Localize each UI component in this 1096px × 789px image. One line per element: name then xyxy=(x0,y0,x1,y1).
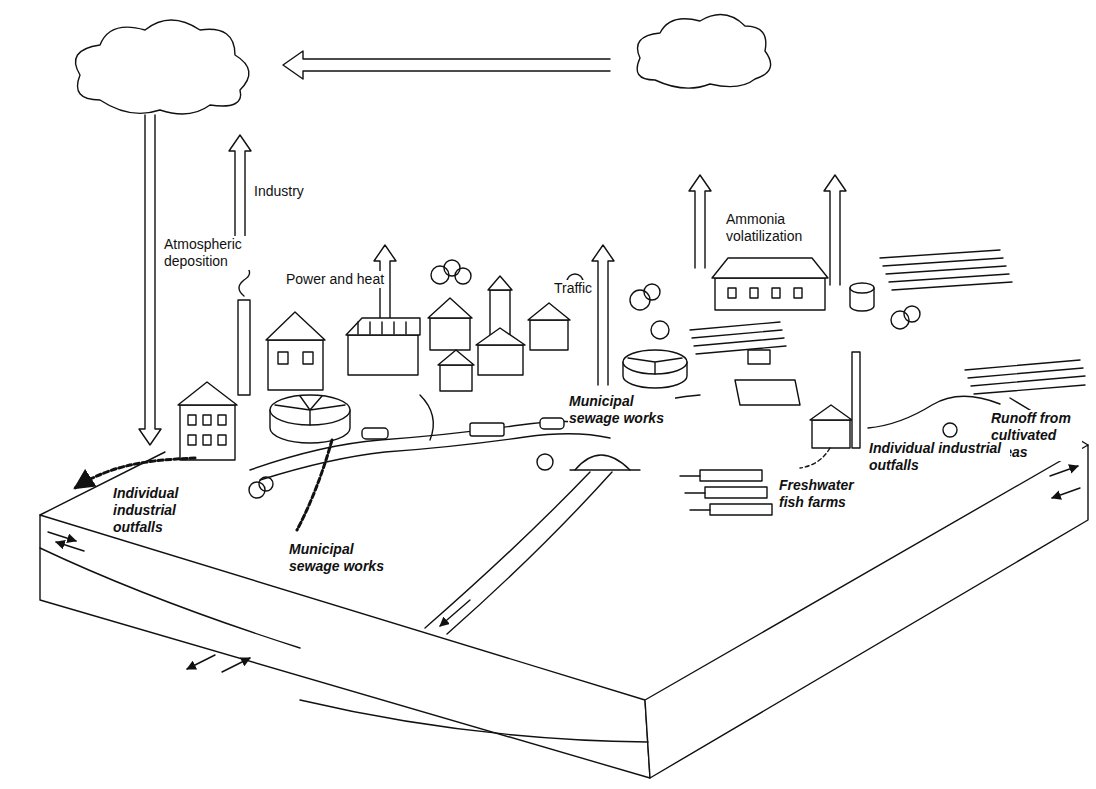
arrow-label: Power and heat xyxy=(285,271,385,288)
arrow-label: Atmospheric deposition xyxy=(163,236,255,270)
source-label: Individual industrial outfalls xyxy=(868,440,1010,474)
arrow-label: Industry xyxy=(253,183,305,200)
source-label: Municipal sewage works xyxy=(288,541,395,575)
arrow-label: Ammonia volatilization xyxy=(725,211,822,245)
source-label: Municipal sewage works xyxy=(568,393,675,427)
source-label: Freshwater fish farms xyxy=(778,477,868,511)
arrow-label: Traffic xyxy=(553,280,593,297)
source-label: Individual industrial outfalls xyxy=(112,485,192,536)
